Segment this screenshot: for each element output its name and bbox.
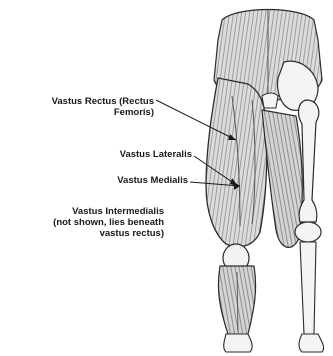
label-vastus-intermedialis: Vastus Intermedialis (not shown, lies be… <box>4 206 164 239</box>
right-knee-bone <box>295 222 321 242</box>
label-vastus-intermedialis-line3: vastus rectus) <box>4 228 164 239</box>
label-vastus-intermedialis-line1: Vastus Intermedialis <box>4 206 164 217</box>
left-lower-leg-muscles <box>218 266 255 338</box>
label-vastus-lateralis-text: Vastus Lateralis <box>4 149 192 160</box>
label-vastus-rectus-line1: Vastus Rectus (Rectus <box>4 96 154 107</box>
label-vastus-lateralis: Vastus Lateralis <box>4 149 192 160</box>
left-thigh-muscles <box>206 78 267 247</box>
label-vastus-medialis: Vastus Medialis <box>4 175 188 186</box>
right-tibia-bone <box>300 242 316 334</box>
label-vastus-rectus-line2: Femoris) <box>4 107 154 118</box>
label-vastus-intermedialis-line2: (not shown, lies beneath <box>4 217 164 228</box>
label-vastus-rectus: Vastus Rectus (Rectus Femoris) <box>4 96 154 118</box>
label-vastus-medialis-text: Vastus Medialis <box>4 175 188 186</box>
left-foot <box>224 334 252 352</box>
right-foot <box>299 334 324 352</box>
